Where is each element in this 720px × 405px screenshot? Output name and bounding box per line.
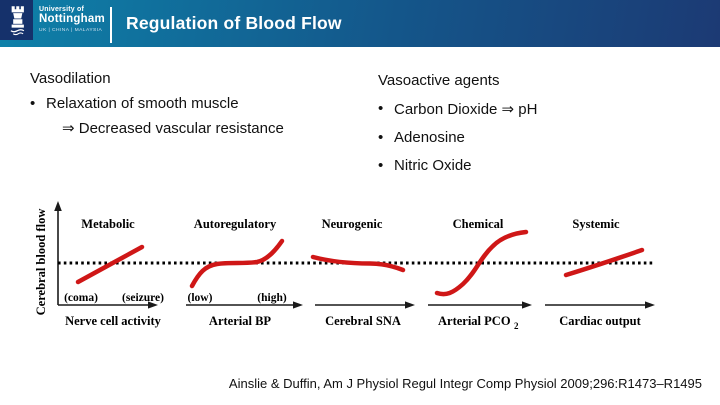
panel-systemic: Systemic Cardiac output [545, 217, 655, 328]
panel-autoregulatory: Autoregulatory (low) (high) Arterial BP [186, 217, 303, 328]
bullet-icon: • [378, 100, 384, 117]
list-item: • Carbon Dioxide ⇒ pH [378, 100, 708, 118]
university-wordmark: University of Nottingham UK | CHINA | MA… [39, 6, 105, 33]
bullet-icon: • [30, 95, 36, 112]
panel-title: Systemic [572, 217, 620, 231]
panel-title: Metabolic [81, 217, 135, 231]
panel-title: Chemical [453, 217, 504, 231]
list-item: • Adenosine [378, 129, 708, 146]
x-max-label: (seizure) [122, 292, 164, 304]
x-min-label: (low) [188, 292, 213, 304]
panel-neurogenic: Neurogenic Cerebral SNA [310, 217, 415, 328]
systemic-curve [563, 247, 645, 278]
x-axis-label: Cardiac output [559, 314, 641, 328]
campuses-label: UK | CHINA | MALAYSIA [39, 27, 103, 33]
panel-title: Neurogenic [322, 217, 383, 231]
sub-point-text: ⇒ Decreased vascular resistance [62, 120, 284, 137]
x-axis-label-subscript: 2 [514, 321, 519, 331]
panel-chemical: Chemical Arterial PCO 2 [428, 217, 532, 331]
slide-title: Regulation of Blood Flow [126, 13, 342, 33]
panel-title: Autoregulatory [194, 217, 277, 231]
banner-divider [110, 7, 112, 43]
vasodilation-column: Vasodilation • Relaxation of smooth musc… [30, 70, 360, 137]
chemical-curve [434, 229, 529, 297]
bullet-icon: • [378, 129, 384, 146]
x-min-label: (coma) [64, 292, 98, 304]
y-axis-label: Cerebral blood flow [34, 209, 48, 316]
vasoactive-heading: Vasoactive agents [378, 72, 500, 89]
vasodilation-heading: Vasodilation [30, 70, 111, 87]
castle-icon [10, 6, 24, 36]
bullet-text: Nitric Oxide [394, 157, 472, 174]
metabolic-curve [75, 244, 145, 285]
x-axis-label: Arterial PCO [438, 314, 511, 328]
list-item: • Nitric Oxide [378, 157, 708, 174]
vasoactive-agents-column: Vasoactive agents • Carbon Dioxide ⇒ pH … [378, 72, 708, 174]
university-logo [0, 0, 33, 40]
x-axis-label: Nerve cell activity [65, 314, 162, 328]
header-banner: University of Nottingham UK | CHINA | MA… [0, 0, 720, 47]
x-axis-label: Arterial BP [209, 314, 271, 328]
y-axis: Cerebral blood flow [34, 201, 62, 315]
panel-metabolic: Metabolic (coma) (seizure) Nerve cell ac… [58, 217, 164, 328]
x-max-label: (high) [257, 292, 287, 304]
x-axis-label: Cerebral SNA [325, 314, 401, 328]
university-of-label: University of [39, 6, 84, 13]
regulation-figure: Cerebral blood flow Metabolic (coma) (se… [34, 201, 655, 331]
nottingham-label: Nottingham [39, 13, 105, 25]
bullet-text: Carbon Dioxide ⇒ pH [394, 101, 538, 118]
bullet-text: Adenosine [394, 129, 465, 146]
autoregulatory-curve [189, 238, 285, 289]
neurogenic-curve [310, 254, 406, 273]
citation-text: Ainslie & Duffin, Am J Physiol Regul Int… [228, 376, 702, 391]
bullet-text: Relaxation of smooth muscle [46, 95, 239, 112]
list-item: • Relaxation of smooth muscle [30, 95, 360, 112]
bullet-icon: • [378, 157, 384, 174]
